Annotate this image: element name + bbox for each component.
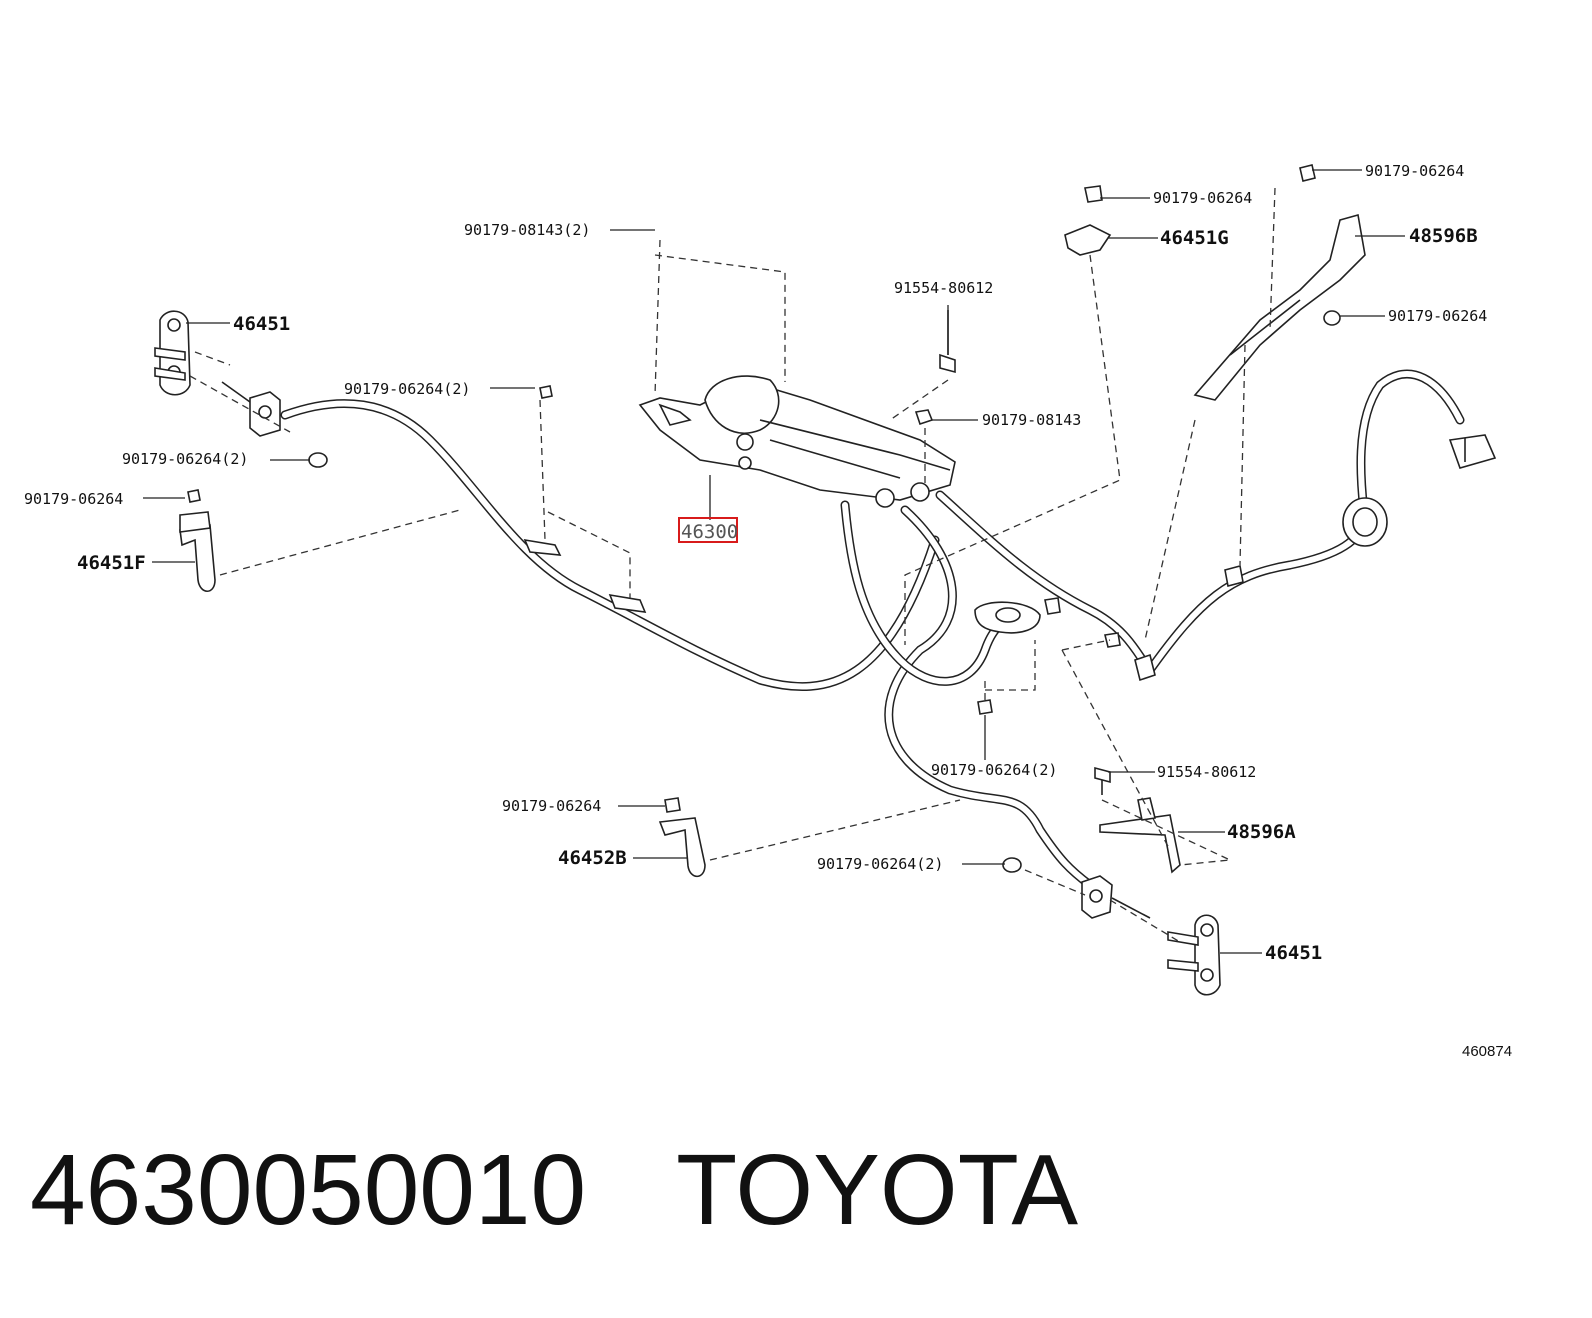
callout-label: 91554-80612 <box>1157 763 1256 781</box>
callout-label: 91554-80612 <box>894 279 993 297</box>
brand-name: TOYOTA <box>676 1134 1079 1246</box>
part-number: 4630050010 <box>30 1134 587 1246</box>
bolt-91554-lower <box>1094 766 1111 795</box>
cable-left <box>280 399 940 691</box>
callout-label: 46451 <box>1265 942 1322 964</box>
bracket-right-end <box>1081 875 1151 919</box>
clip-cable-mid <box>608 593 647 613</box>
callout-label: 48596B <box>1409 225 1478 247</box>
callout-label: 90179-08143(2) <box>464 221 590 239</box>
callout-labels: 90179-08143(2) 46451 90179-06264(2) 9017… <box>24 162 1487 964</box>
bracket-48596B <box>1193 164 1366 401</box>
callout-label: 46451F <box>77 552 146 574</box>
connector <box>1448 434 1497 469</box>
callout-label: 46452B <box>558 847 627 869</box>
clip-46451G <box>1064 185 1112 256</box>
cable-right-lower <box>884 505 1095 890</box>
plate-46451-right <box>1167 914 1221 996</box>
actuator-46300 <box>638 375 956 508</box>
callout-label: 90179-06264(2) <box>122 450 248 468</box>
nut-lower-right <box>1002 857 1022 873</box>
nut-90179-08143 <box>914 409 934 426</box>
callout-label: 90179-06264(2) <box>931 761 1057 779</box>
figure-id: 460874 <box>1462 1043 1512 1060</box>
bracket-48596A <box>1099 797 1181 874</box>
highlight-box-46300 <box>678 517 738 543</box>
harness-wire <box>935 369 1465 675</box>
callout-label: 90179-06264 <box>1365 162 1464 180</box>
callout-label: 46451 <box>233 313 290 335</box>
callout-label: 46300 <box>681 521 738 543</box>
harness-clips <box>1104 565 1244 682</box>
nut-left-lower <box>308 452 328 468</box>
cable-center <box>840 500 1010 686</box>
callout-label: 90179-06264 <box>1153 189 1252 207</box>
leader-lines <box>143 169 1405 954</box>
callout-label: 90179-06264 <box>24 490 123 508</box>
callout-label: 90179-06264 <box>502 797 601 815</box>
callout-label: 90179-06264 <box>1388 307 1487 325</box>
clip-cable-left <box>523 385 562 556</box>
clip-46451F <box>179 489 216 593</box>
dashed-assembly-lines <box>189 187 1276 943</box>
plate-46451-left <box>154 310 191 396</box>
callout-label: 90179-08143 <box>982 411 1081 429</box>
grommet <box>1342 497 1388 547</box>
nut-center-lower <box>977 699 993 715</box>
callout-label: 90179-06264(2) <box>344 380 470 398</box>
callout-label: 46451G <box>1160 227 1229 249</box>
callout-label: 90179-06264(2) <box>817 855 943 873</box>
clip-46452B <box>658 797 706 878</box>
callout-label: 48596A <box>1227 821 1296 843</box>
bracket-center <box>974 597 1061 634</box>
bracket-left-end <box>221 381 281 437</box>
